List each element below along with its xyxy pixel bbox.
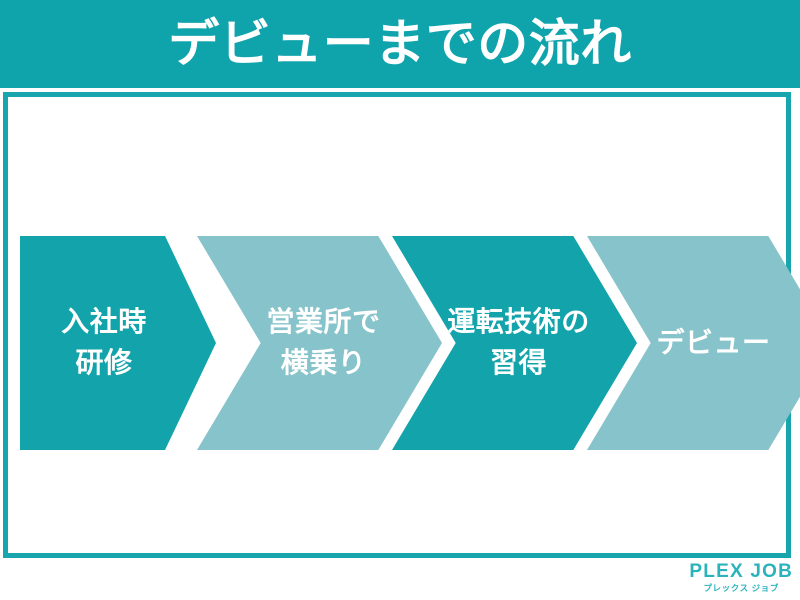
flow-step-3-label: 運転技術の 習得 xyxy=(447,306,590,378)
flow-step-1[interactable]: 入社時 研修 xyxy=(20,236,216,450)
flow-step-2-label: 営業所で 横乗り xyxy=(266,306,381,378)
header-banner: デビューまでの流れ xyxy=(0,0,800,88)
plex-job-logo: PLEX JOB プレックス ジョブ xyxy=(689,562,793,593)
logo-wordmark: PLEX JOB xyxy=(689,560,793,582)
flow-step-1-label: 入社時 研修 xyxy=(61,306,147,378)
page-title: デビューまでの流れ xyxy=(168,14,632,72)
flow-step-4-label: デビュー xyxy=(656,327,771,358)
logo-kana-subtitle: プレックス ジョブ xyxy=(703,582,779,593)
flow-step-2[interactable]: 営業所で 横乗り xyxy=(197,236,442,450)
process-flow-diagram: 入社時 研修 営業所で 横乗り 運転技術の 習得 デビュー xyxy=(20,236,800,450)
